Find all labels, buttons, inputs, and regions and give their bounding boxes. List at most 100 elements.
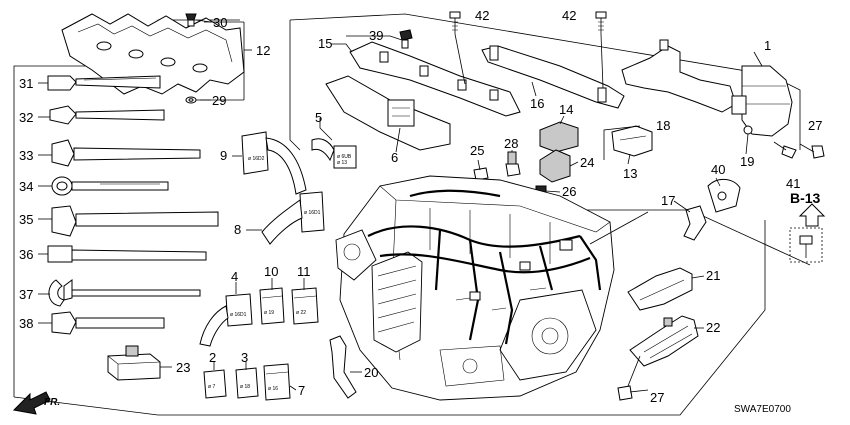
callout-38: 38	[19, 316, 33, 331]
connector-label-8: ø 16D1	[304, 210, 321, 216]
callout-19: 19	[740, 154, 754, 169]
tie-35	[51, 205, 219, 237]
connector-7: ø 16	[263, 363, 291, 401]
reference-dashed-box	[789, 227, 823, 263]
holder-15	[349, 41, 521, 117]
tie-31	[47, 75, 161, 91]
cover-13	[611, 125, 653, 157]
clip-37	[48, 279, 201, 307]
callout-6: 6	[391, 150, 398, 165]
bolt-27-lower	[617, 385, 649, 401]
tie-36	[47, 245, 207, 263]
callout-8: 8	[234, 222, 241, 237]
nut-28	[505, 151, 521, 177]
bolt-27-upper	[799, 143, 825, 159]
callout-33: 33	[19, 148, 33, 163]
callout-34: 34	[19, 179, 33, 194]
connector-8: ø 16D1	[261, 191, 325, 245]
wire-harness	[367, 189, 602, 345]
connector-label-11: ø 22	[296, 310, 306, 316]
holder-40	[707, 179, 741, 213]
callout-18: 18	[656, 118, 670, 133]
callout-numbers: 1 2 3 4 5 6 7 8 9 10 11 12 13 14 15 16 1…	[19, 8, 822, 405]
bolt-b13	[799, 235, 813, 258]
callout-21: 21	[706, 268, 720, 283]
front-label: FR.	[44, 397, 60, 408]
callout-14: 14	[559, 102, 573, 117]
connector-10: ø 19	[259, 287, 285, 325]
connector-label-9: ø 16D2	[248, 156, 265, 162]
clip-30	[185, 13, 197, 27]
callout-42b: 42	[562, 8, 576, 23]
connector-label-4: ø 16D1	[230, 312, 247, 318]
callout-7: 7	[298, 383, 305, 398]
callout-32: 32	[19, 110, 33, 125]
callout-40: 40	[711, 162, 725, 177]
callout-13: 13	[623, 166, 637, 181]
callout-16: 16	[530, 96, 544, 111]
clip-20	[329, 335, 357, 399]
connector-9: ø 16D2	[241, 131, 307, 195]
callout-31: 31	[19, 76, 33, 91]
cap-14	[539, 121, 579, 153]
callout-22: 22	[706, 320, 720, 335]
clip-39	[399, 29, 413, 49]
cover-21	[627, 267, 693, 311]
leader-lines	[38, 19, 763, 391]
tie-32	[49, 105, 165, 125]
connector-2: ø 7	[203, 369, 227, 399]
callout-17: 17	[661, 193, 675, 208]
callout-35: 35	[19, 212, 33, 227]
main-bracket-1	[731, 65, 793, 137]
cover-22	[629, 315, 699, 367]
callout-26: 26	[562, 184, 576, 199]
callout-25: 25	[470, 143, 484, 158]
callout-2: 2	[209, 350, 216, 365]
clip-17	[683, 205, 707, 241]
callout-41: 41	[786, 176, 800, 191]
callout-10: 10	[264, 264, 278, 279]
callout-1: 1	[764, 38, 771, 53]
callout-27-upper: 27	[808, 118, 822, 133]
center-frame-line-left	[289, 20, 301, 151]
connector-3: ø 18	[235, 367, 259, 399]
grommet-29	[185, 96, 197, 104]
callout-5: 5	[315, 110, 322, 125]
callout-23: 23	[176, 360, 190, 375]
engine-cover-12	[61, 13, 245, 95]
callout-36: 36	[19, 247, 33, 262]
connector-11: ø 22	[291, 287, 319, 325]
callout-3: 3	[241, 350, 248, 365]
bottom-frame-line	[13, 220, 766, 416]
callout-4: 4	[231, 269, 238, 284]
connector-label-10: ø 19	[264, 310, 274, 316]
callout-15: 15	[318, 36, 332, 51]
bolt-42a	[449, 11, 461, 34]
bracket-19	[621, 39, 737, 113]
connector-label-2: ø 7	[208, 384, 215, 390]
connector-label-3: ø 18	[240, 384, 250, 390]
callout-42a: 42	[475, 8, 489, 23]
bolt-42b	[595, 11, 607, 34]
callout-24: 24	[580, 155, 594, 170]
holder-16	[481, 45, 625, 109]
drawing-code: SWA7E0700	[734, 404, 791, 415]
callout-20: 20	[364, 365, 378, 380]
clip-33	[51, 139, 201, 167]
cap-24	[539, 149, 571, 183]
clip-38	[51, 311, 165, 335]
box-23	[107, 345, 161, 381]
connector-label-7: ø 16	[268, 386, 278, 392]
callout-9: 9	[220, 148, 227, 163]
connector-4: ø 16D1	[199, 293, 253, 347]
callout-30: 30	[213, 15, 227, 30]
callout-12: 12	[256, 43, 270, 58]
callout-37: 37	[19, 287, 33, 302]
harness-cover-6	[325, 75, 451, 151]
callout-39: 39	[369, 28, 383, 43]
front-direction-arrow	[12, 391, 51, 415]
